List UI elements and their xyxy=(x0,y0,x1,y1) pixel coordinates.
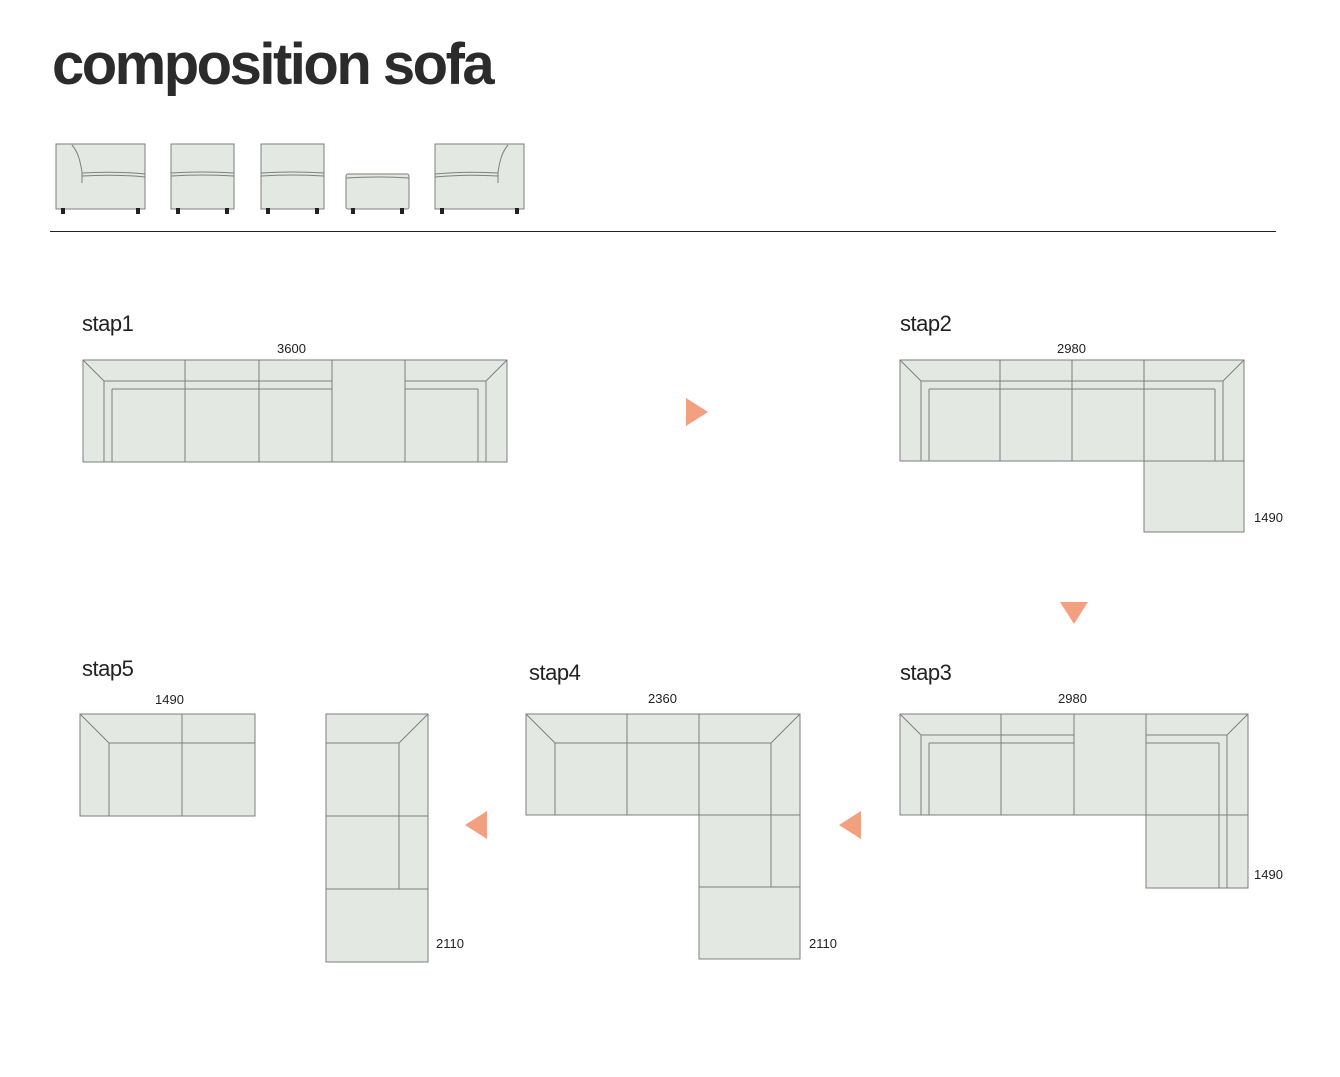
stap3-label: stap3 xyxy=(900,660,952,685)
stap4-depth-dimension: 2110 xyxy=(809,936,837,951)
seat-module-icon xyxy=(170,143,235,214)
stap5-plan-right xyxy=(325,713,429,963)
divider-line xyxy=(50,231,1276,232)
stap5-label: stap5 xyxy=(82,656,134,681)
page-title: composition sofa xyxy=(52,32,495,97)
stap4-width-dimension: 2360 xyxy=(648,691,677,706)
arrow-right-icon xyxy=(686,398,708,426)
corner-left-module-icon xyxy=(55,143,146,214)
ottoman-module-icon xyxy=(345,173,410,214)
arrow-down-icon xyxy=(1060,602,1088,624)
stap4-plan xyxy=(525,713,801,960)
stap3-depth-dimension: 1490 xyxy=(1254,867,1283,882)
stap2-depth-dimension: 1490 xyxy=(1254,510,1283,525)
stap2-label: stap2 xyxy=(900,311,952,336)
stap2-plan xyxy=(899,359,1245,533)
stap5-width-dimension: 1490 xyxy=(155,692,184,707)
arrow-left-icon xyxy=(465,811,487,839)
arrow-left-icon xyxy=(839,811,861,839)
stap1-width-dimension: 3600 xyxy=(277,341,306,356)
stap4-label: stap4 xyxy=(529,660,581,685)
stap3-width-dimension: 2980 xyxy=(1058,691,1087,706)
module-icons-row xyxy=(55,143,525,214)
stap1-plan xyxy=(82,359,508,463)
stap5-depth-dimension: 2110 xyxy=(436,936,464,951)
stap1-label: stap1 xyxy=(82,311,134,336)
seat-module-icon xyxy=(260,143,325,214)
stap5-plan-left xyxy=(79,713,256,817)
stap3-plan xyxy=(899,713,1249,889)
stap2-width-dimension: 2980 xyxy=(1057,341,1086,356)
corner-right-module-icon xyxy=(434,143,525,214)
